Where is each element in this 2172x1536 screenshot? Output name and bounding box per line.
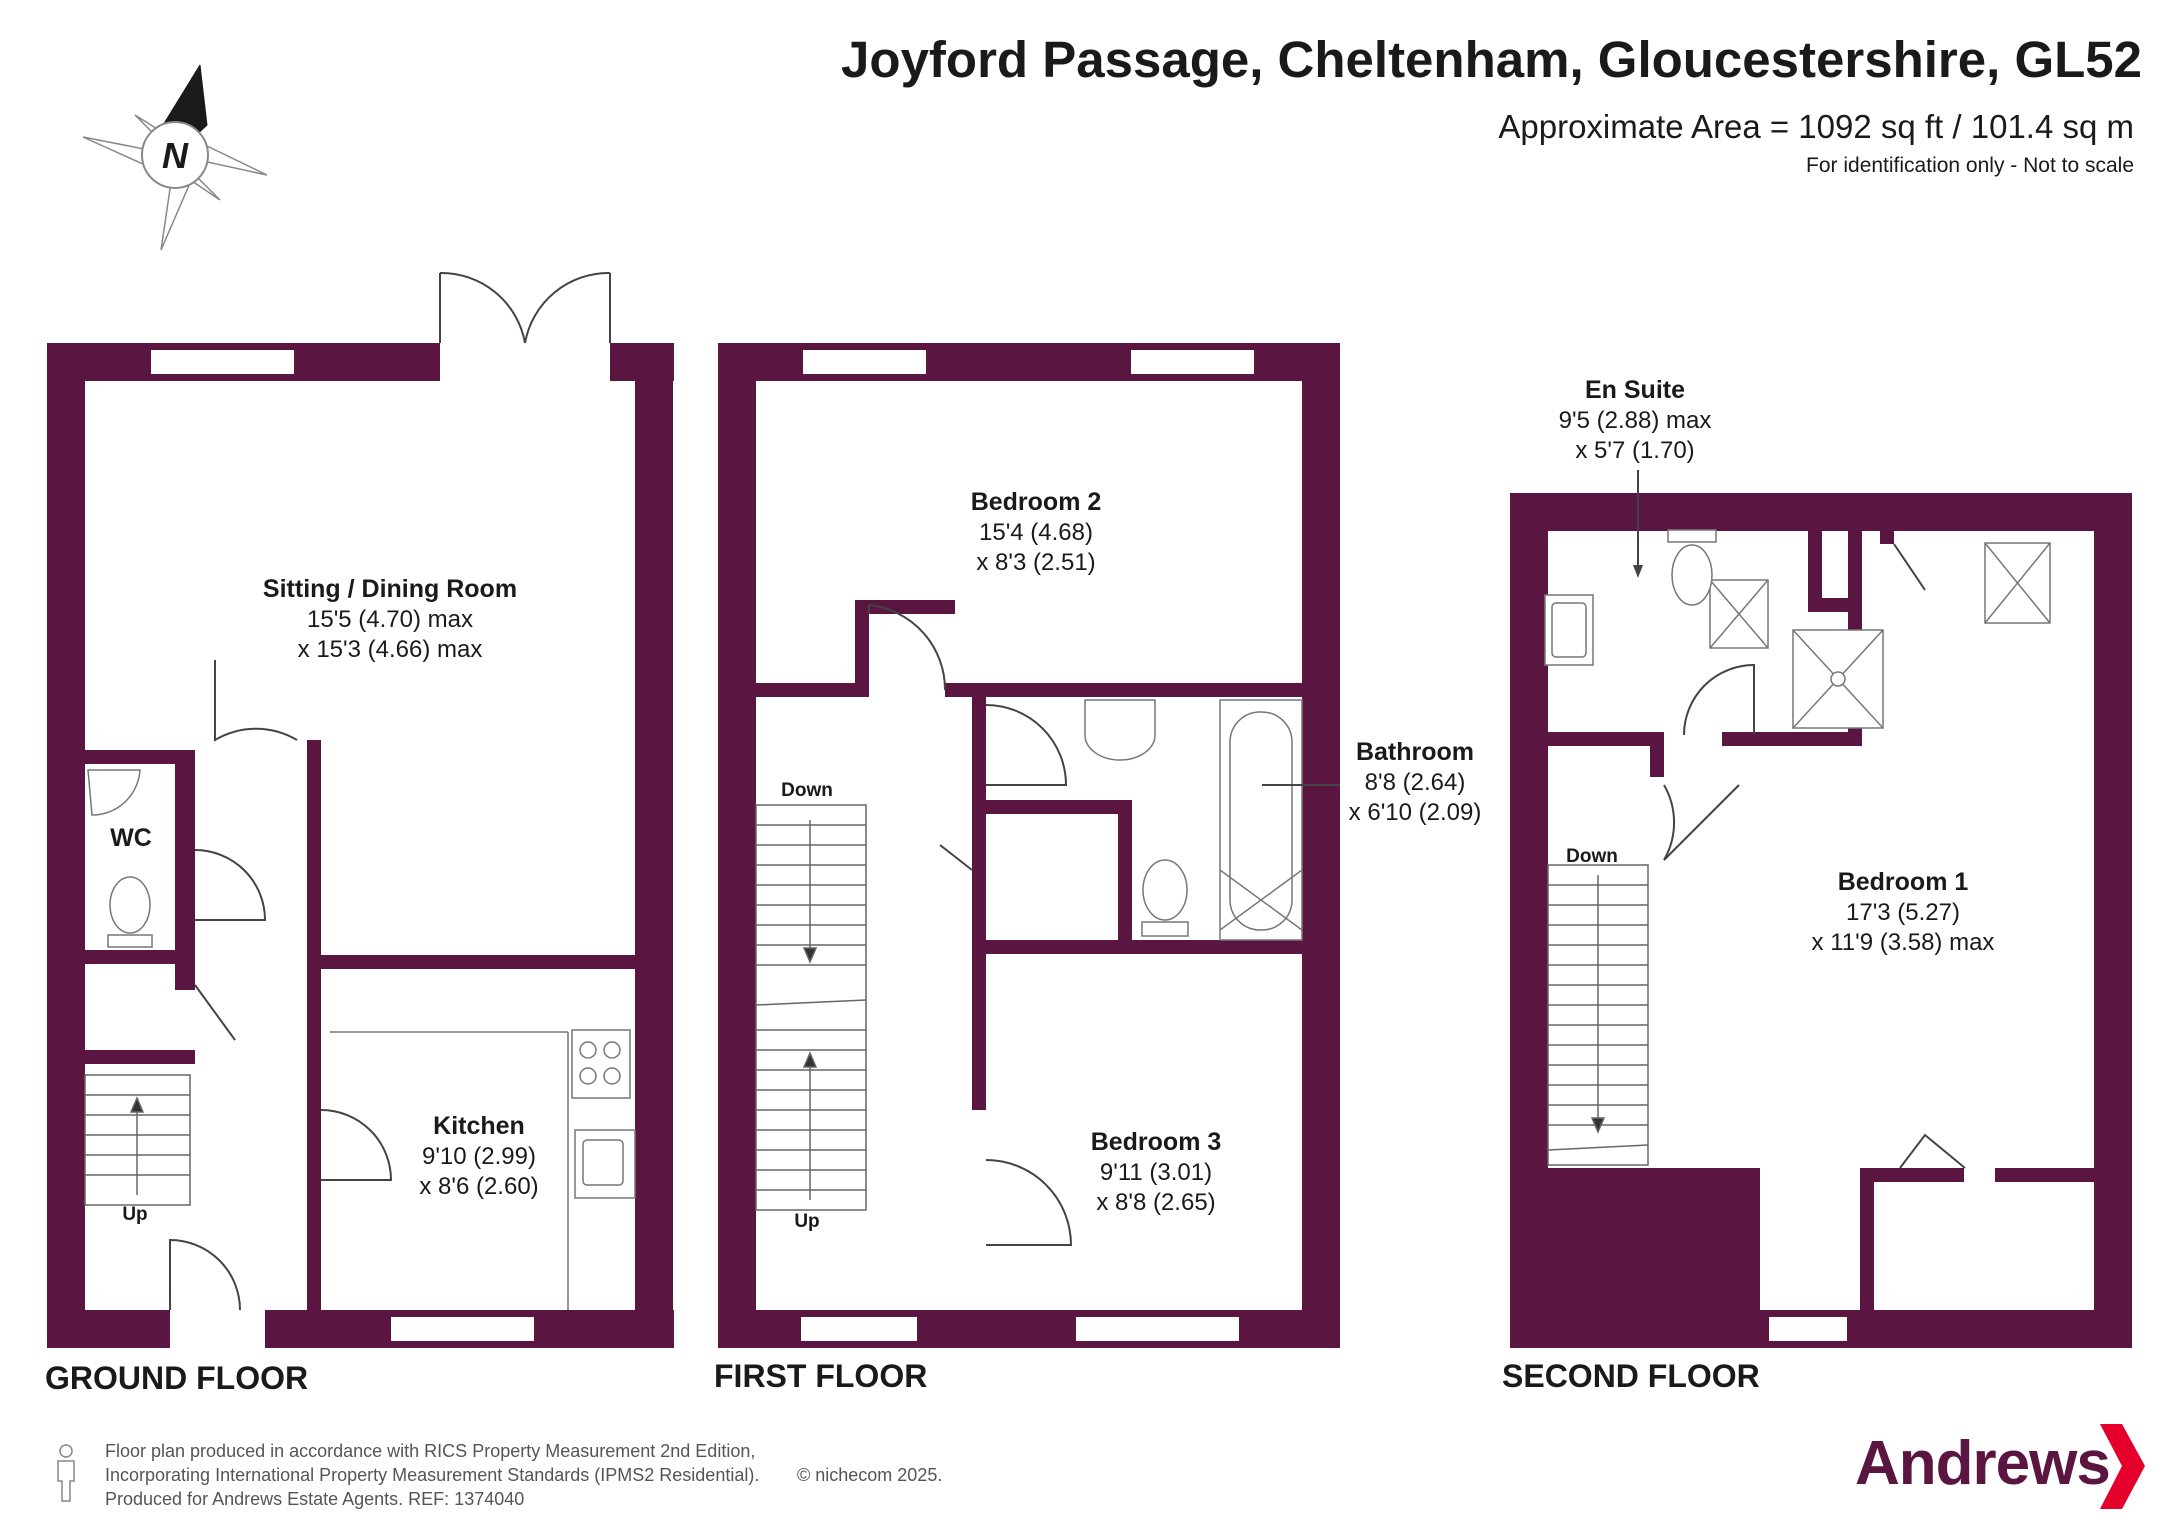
cupboard-door — [939, 844, 973, 871]
cupboard-door — [1899, 1133, 1966, 1169]
footer-line2: Incorporating International Property Mea… — [105, 1465, 760, 1485]
window — [1129, 348, 1256, 376]
sitting-room-door — [214, 660, 298, 742]
window — [801, 348, 928, 376]
ground-stairs-label: Up — [122, 1204, 147, 1225]
kitchen-door — [320, 1109, 393, 1181]
first-stairs — [755, 804, 867, 1211]
front-door — [169, 1238, 241, 1311]
bathroom-dim1: 8'8 (2.64) — [1365, 769, 1466, 796]
compass-icon: N — [82, 64, 268, 251]
window — [389, 1315, 536, 1343]
bedroom1-name: Bedroom 1 — [1838, 868, 1969, 896]
ensuite-dim1: 9'5 (2.88) max — [1559, 407, 1712, 434]
sitting-room-dim1: 15'5 (4.70) max — [307, 606, 473, 633]
french-door-opening — [440, 343, 610, 381]
bedroom3-name: Bedroom 3 — [1091, 1128, 1222, 1156]
sitting-room-name: Sitting / Dining Room — [263, 575, 517, 603]
french-door — [524, 271, 611, 344]
bathroom-name: Bathroom — [1356, 738, 1474, 766]
bedroom1-dim1: 17'3 (5.27) — [1846, 899, 1960, 926]
kitchen-name: Kitchen — [433, 1112, 525, 1140]
footer-notice: Floor plan produced in accordance with R… — [105, 1439, 942, 1511]
second-stairs — [1547, 864, 1649, 1166]
kitchen-dim1: 9'10 (2.99) — [422, 1143, 536, 1170]
kitchen-fittings — [330, 1029, 636, 1310]
wc-fittings — [87, 769, 153, 948]
footer-line3: Produced for Andrews Estate Agents. REF:… — [105, 1489, 525, 1509]
bathroom-door — [985, 704, 1068, 786]
footer-copyright: © nichecom 2025. — [797, 1465, 943, 1485]
window — [799, 1315, 919, 1343]
bedroom3-dim2: x 8'8 (2.65) — [1096, 1189, 1215, 1216]
bedroom3-dim1: 9'11 (3.01) — [1100, 1159, 1212, 1186]
bedroom1-dim2: x 11'9 (3.58) max — [1812, 929, 1995, 956]
second-floor-label: SECOND FLOOR — [1502, 1358, 1760, 1394]
wc-name: WC — [110, 824, 152, 852]
approximate-area: Approximate Area = 1092 sq ft / 101.4 sq… — [1498, 108, 2134, 145]
ensuite-name: En Suite — [1585, 376, 1685, 404]
cupboard-door — [1893, 543, 1926, 591]
bedroom2-dim1: 15'4 (4.68) — [979, 519, 1093, 546]
person-scale-icon — [57, 1444, 75, 1502]
ensuite-fittings — [1544, 529, 1884, 729]
bathroom-fittings — [1084, 699, 1303, 941]
first-stairs-down: Down — [781, 780, 833, 801]
first-floor-label: FIRST FLOOR — [714, 1358, 928, 1394]
french-door — [439, 271, 526, 344]
wc-door — [194, 849, 267, 921]
footer-line1: Floor plan produced in accordance with R… — [105, 1441, 756, 1461]
window — [149, 348, 296, 376]
andrews-logo[interactable]: Andrews — [1855, 1429, 2111, 1498]
skylight — [1709, 542, 2051, 649]
first-stairs-up: Up — [794, 1211, 819, 1232]
andrews-chevron-icon — [2100, 1424, 2145, 1509]
second-stairs-down: Down — [1566, 846, 1618, 867]
kitchen-dim2: x 8'6 (2.60) — [419, 1173, 538, 1200]
scale-note: For identification only - Not to scale — [1806, 154, 2134, 177]
window — [1767, 1315, 1849, 1343]
bedroom2-dim2: x 8'3 (2.51) — [976, 549, 1095, 576]
cupboard-door — [194, 984, 236, 1041]
sitting-room-dim2: x 15'3 (4.66) max — [298, 636, 483, 663]
ground-floor-label: GROUND FLOOR — [45, 1360, 309, 1396]
ground-stairs — [84, 1074, 191, 1206]
bedroom2-door — [868, 604, 947, 691]
bedroom3-door — [985, 1159, 1073, 1246]
bedroom2-name: Bedroom 2 — [971, 488, 1102, 516]
property-title: Joyford Passage, Cheltenham, Gloucesters… — [841, 31, 2142, 88]
window — [1074, 1315, 1241, 1343]
bedroom1-door — [1663, 784, 1740, 861]
compass-north-label: N — [162, 135, 189, 176]
ensuite-dim2: x 5'7 (1.70) — [1575, 437, 1694, 464]
ensuite-door — [1683, 663, 1755, 736]
ground-floor-walls — [47, 343, 674, 1348]
bathroom-dim2: x 6'10 (2.09) — [1349, 799, 1482, 826]
front-door-opening — [170, 1310, 265, 1348]
